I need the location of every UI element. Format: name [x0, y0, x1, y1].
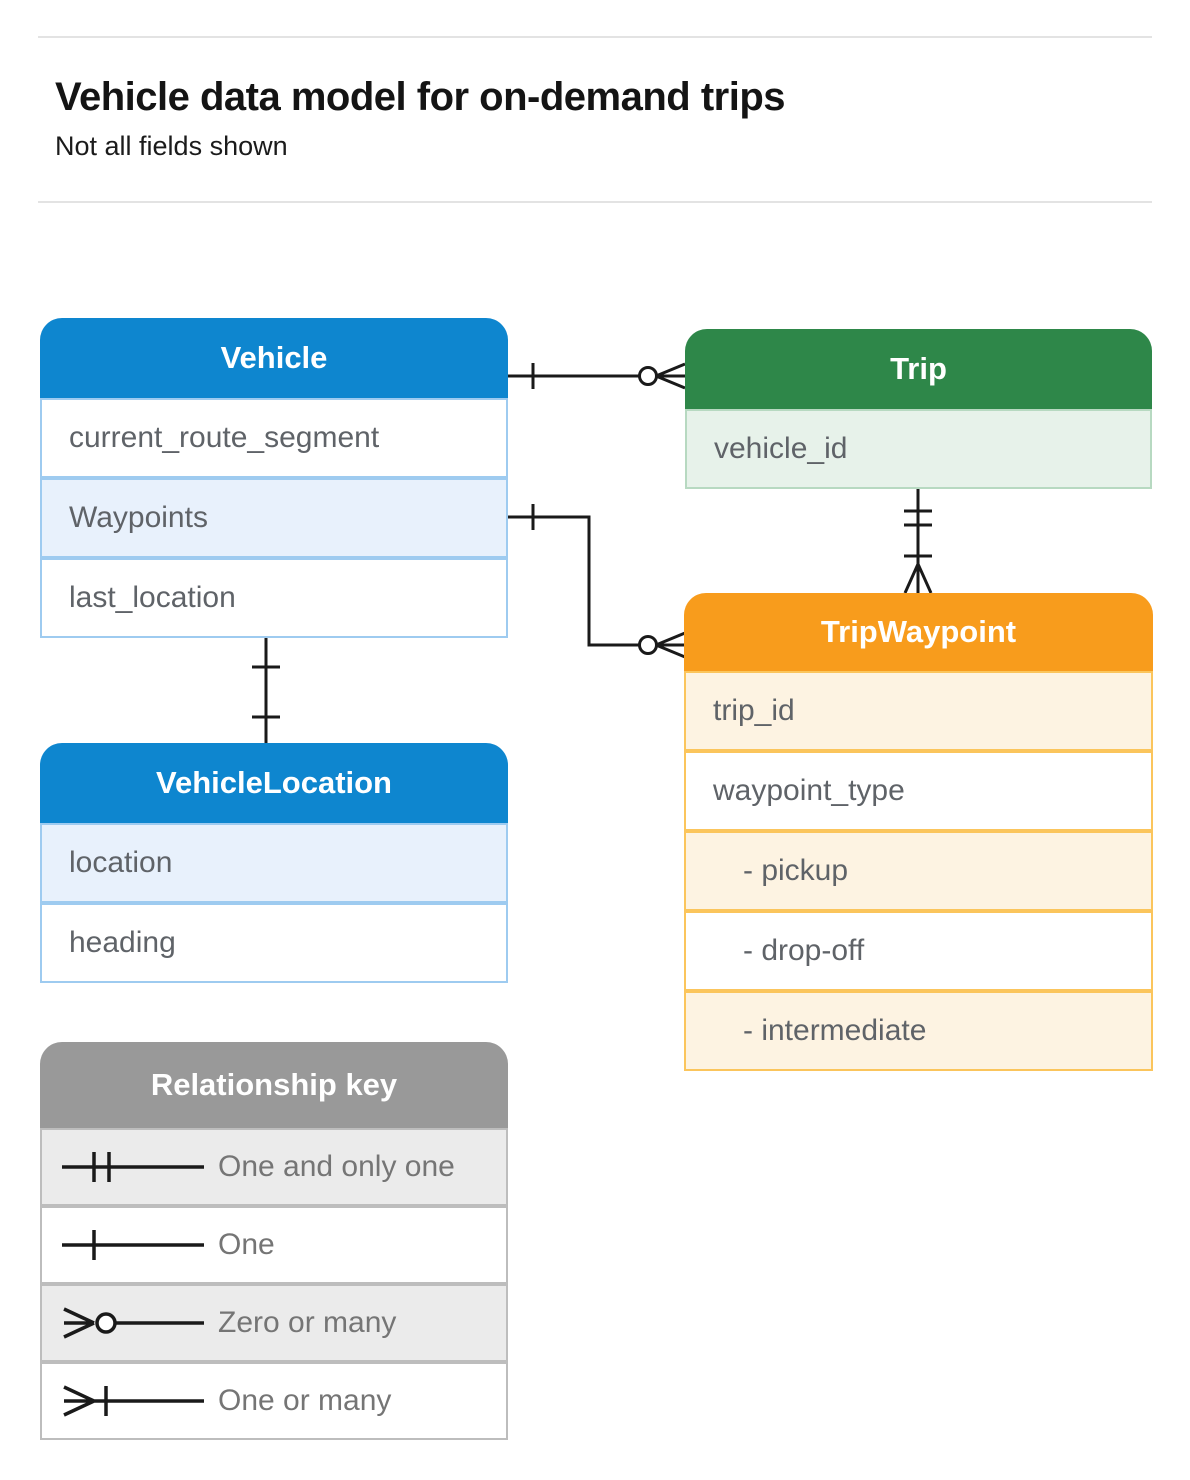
- legend-label: One: [218, 1228, 275, 1261]
- field-label: waypoint_type: [713, 774, 905, 807]
- entity-vehicle: Vehicle current_route_segment Waypoints …: [40, 318, 508, 638]
- legend-label: One and only one: [218, 1150, 455, 1183]
- connector-vehicle-vehiclelocation: [252, 638, 280, 743]
- field-label: - intermediate: [743, 1014, 927, 1047]
- one-and-only-one-icon: [62, 1152, 204, 1182]
- field-row: - intermediate: [684, 991, 1153, 1071]
- legend-row: One: [40, 1206, 508, 1284]
- page-title: Vehicle data model for on-demand trips: [55, 75, 786, 119]
- field-label: Waypoints: [69, 501, 208, 534]
- header-divider: [38, 201, 1152, 203]
- field-row: heading: [40, 903, 508, 983]
- entity-vehiclelocation: VehicleLocation location heading: [40, 743, 508, 983]
- field-row: trip_id: [684, 671, 1153, 751]
- field-label: last_location: [69, 581, 236, 614]
- one-icon: [62, 1230, 204, 1260]
- entity-trip: Trip vehicle_id: [685, 329, 1152, 489]
- one-or-many-icon: [63, 1385, 204, 1417]
- legend-row: One and only one: [40, 1128, 508, 1206]
- field-label: location: [69, 846, 173, 879]
- entity-trip-title: Trip: [685, 329, 1152, 409]
- legend-label: One or many: [218, 1384, 392, 1417]
- connector-vehicle-trip: [508, 362, 686, 390]
- connector-trip-tripwaypoint: [903, 489, 933, 594]
- field-label: heading: [69, 926, 176, 959]
- field-row: Waypoints: [40, 478, 508, 558]
- entity-vehicle-title: Vehicle: [40, 318, 508, 398]
- entity-vehiclelocation-title: VehicleLocation: [40, 743, 508, 823]
- top-divider: [38, 36, 1152, 38]
- field-row: waypoint_type: [684, 751, 1153, 831]
- field-label: vehicle_id: [714, 432, 848, 465]
- field-row: - pickup: [684, 831, 1153, 911]
- connector-waypoints-tripwaypoint: [508, 504, 686, 659]
- relationship-key-title: Relationship key: [40, 1042, 508, 1128]
- legend-label: Zero or many: [218, 1306, 397, 1339]
- zero-or-many-icon: [63, 1307, 204, 1339]
- field-label: trip_id: [713, 694, 795, 727]
- relationship-key: Relationship key One and only one One Ze…: [40, 1042, 508, 1440]
- field-row: - drop-off: [684, 911, 1153, 991]
- field-row: current_route_segment: [40, 398, 508, 478]
- field-row: vehicle_id: [685, 409, 1152, 489]
- entity-tripwaypoint-title: TripWaypoint: [684, 593, 1153, 671]
- field-label: - pickup: [743, 854, 849, 887]
- field-row: last_location: [40, 558, 508, 638]
- field-row: location: [40, 823, 508, 903]
- legend-row: Zero or many: [40, 1284, 508, 1362]
- field-label: - drop-off: [743, 934, 865, 967]
- entity-tripwaypoint: TripWaypoint trip_id waypoint_type - pic…: [684, 593, 1153, 1071]
- field-label: current_route_segment: [69, 421, 380, 454]
- page-subtitle: Not all fields shown: [55, 131, 288, 161]
- legend-row: One or many: [40, 1362, 508, 1440]
